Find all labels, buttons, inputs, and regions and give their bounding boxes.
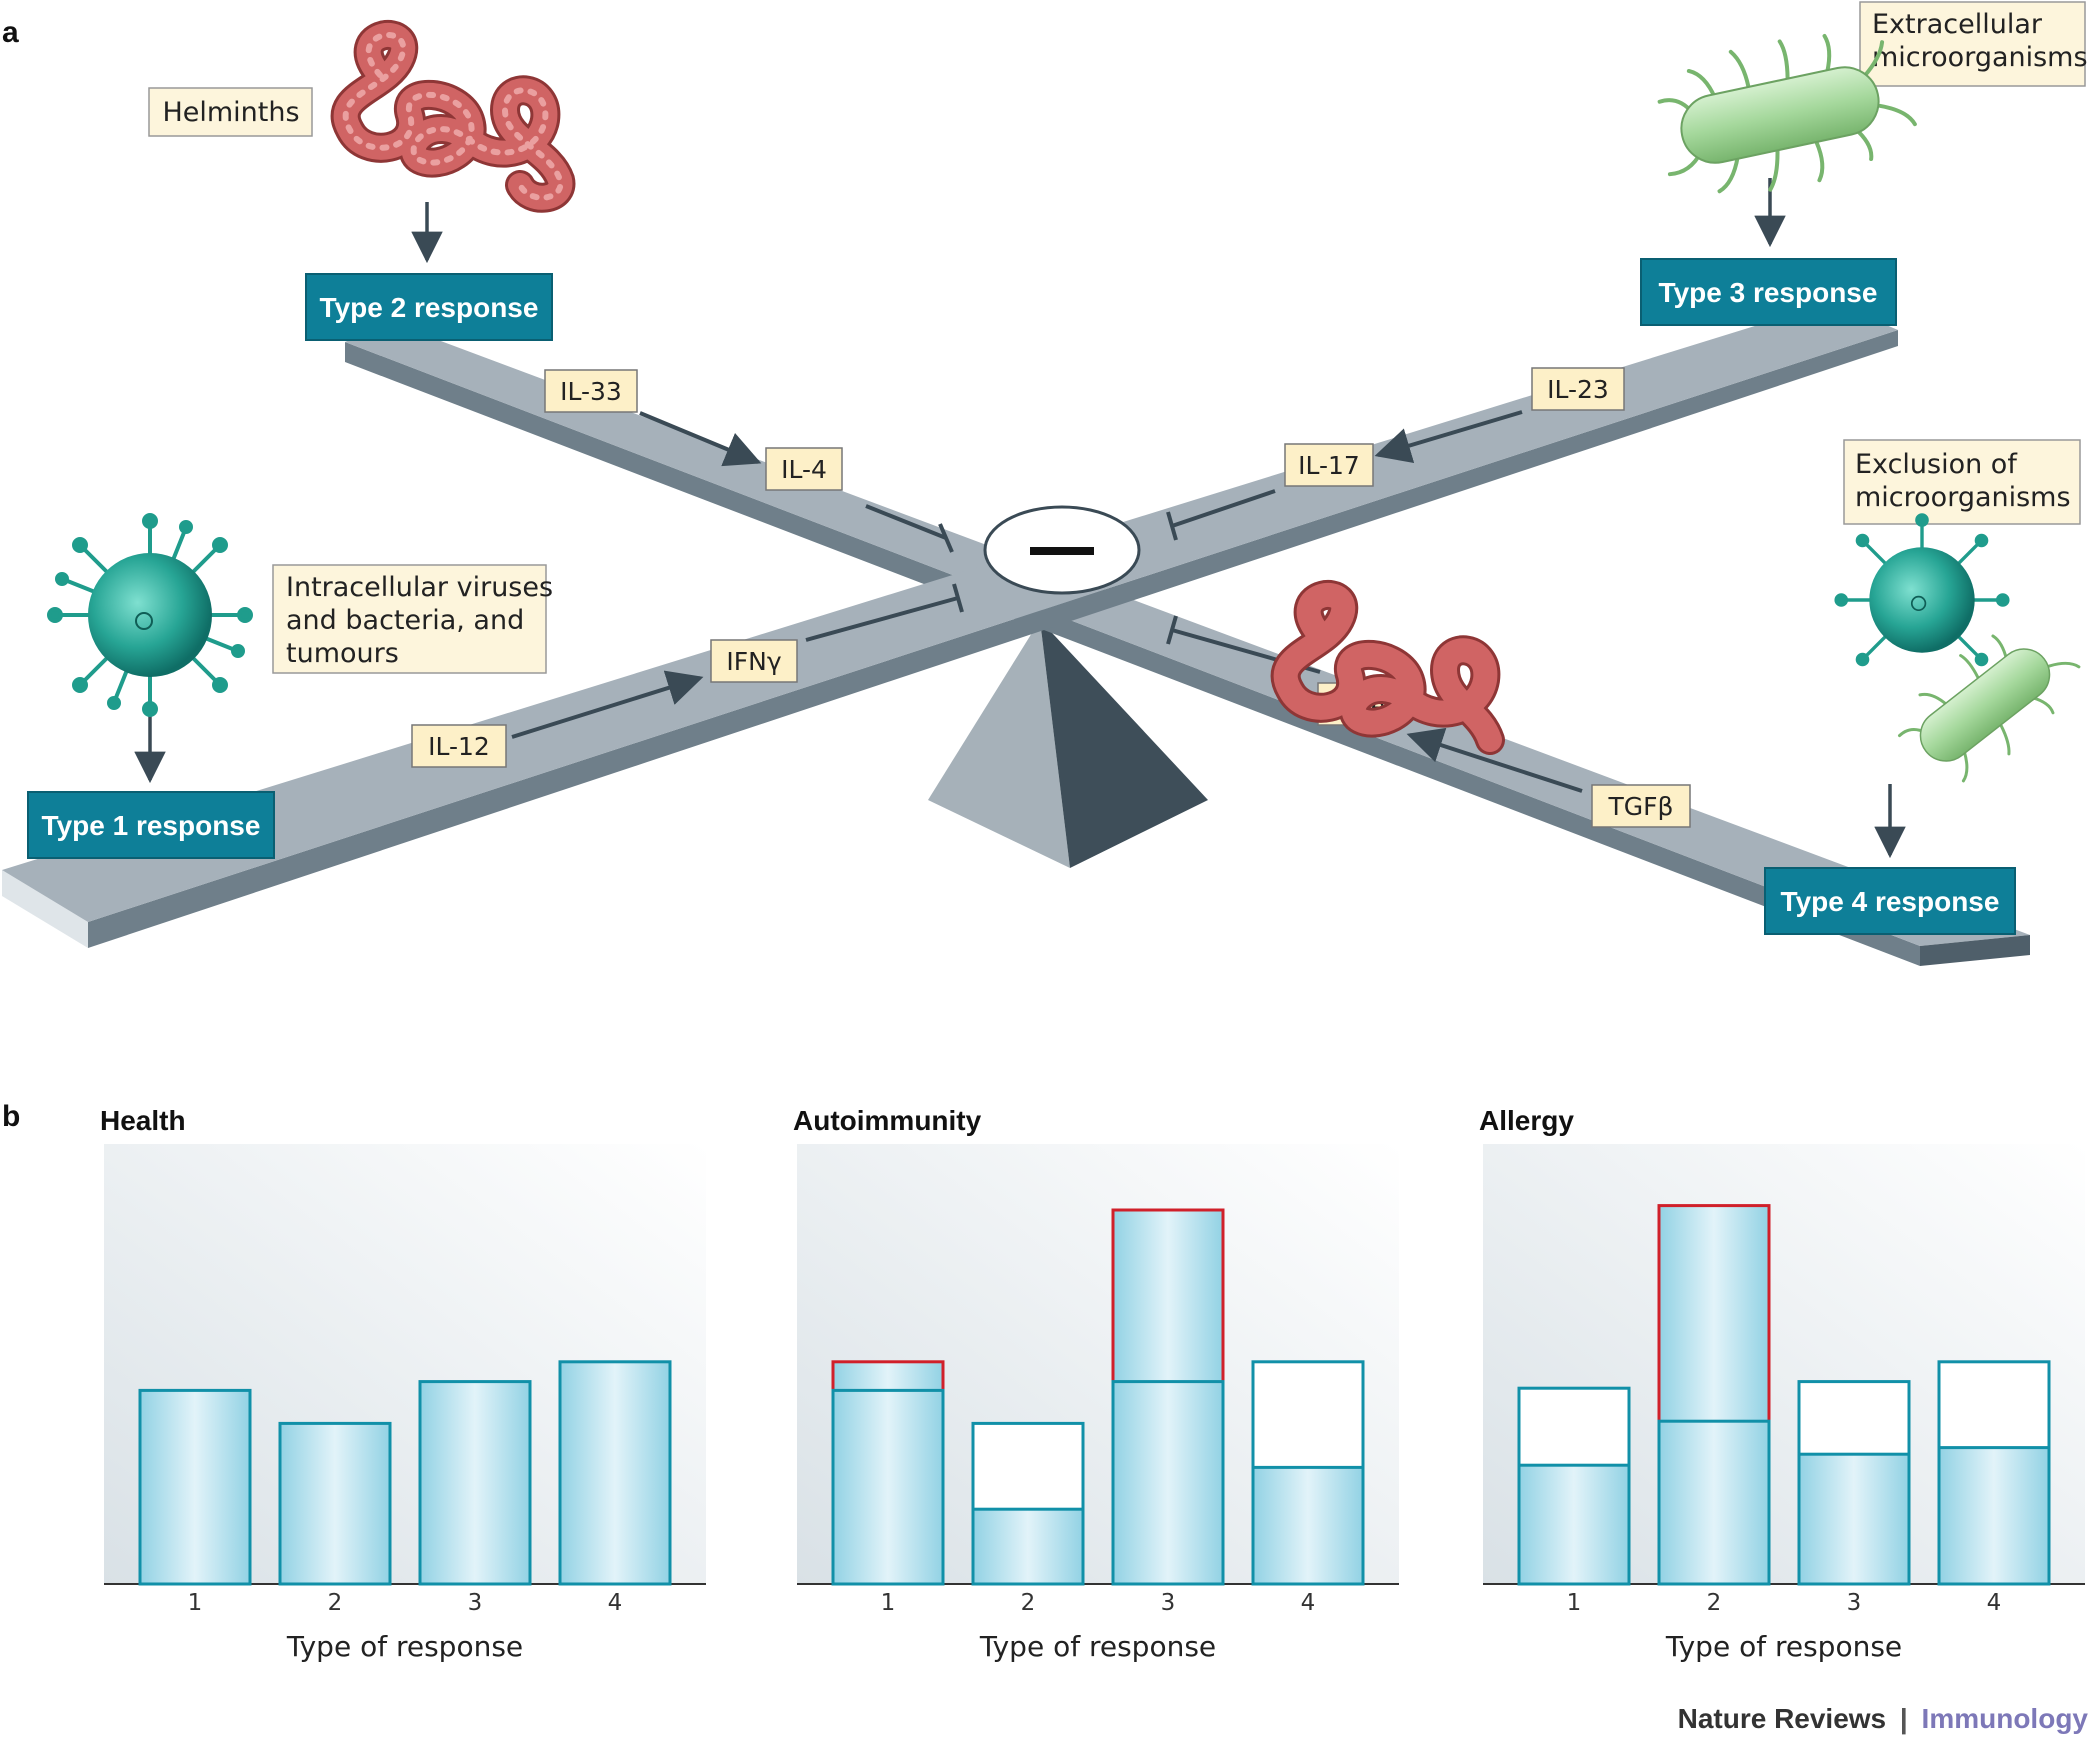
arrow-tgfb-to-siga: [1406, 727, 1583, 793]
svg-text:Type 1 response: Type 1 response: [42, 810, 261, 841]
svg-text:IL-12: IL-12: [428, 732, 490, 761]
x-tick-label: 1: [881, 1590, 896, 1616]
cytokine-tgfb: TGFβ: [1591, 784, 1691, 828]
svg-text:IFNγ: IFNγ: [726, 647, 781, 676]
x-axis-label: Type of response: [286, 1630, 523, 1663]
activation-arrows: [511, 410, 1583, 793]
arrow-il12-to-ifng: [511, 670, 704, 739]
chart-title: Autoimmunity: [793, 1105, 982, 1136]
inhibit-il4: [865, 504, 947, 540]
svg-text:Type 2 response: Type 2 response: [320, 292, 539, 323]
panel-a-label: a: [2, 16, 19, 49]
fulcrum-pivot: [983, 505, 1141, 595]
bar: [138, 1388, 252, 1586]
journal-separator: |: [1900, 1703, 1908, 1734]
svg-text:Extracellular: Extracellular: [1872, 9, 2043, 40]
journal-section: Immunology: [1922, 1703, 2089, 1734]
type3-response-box: Type 3 response: [1640, 258, 1897, 326]
arrow-il33-to-il4: [639, 411, 762, 467]
svg-text:microorganisms: microorganisms: [1855, 482, 2071, 513]
cytokine-il4: IL-4: [765, 447, 843, 491]
svg-text:Exclusion of: Exclusion of: [1855, 449, 2018, 480]
x-tick-label: 3: [1847, 1590, 1862, 1616]
bar: [1517, 1463, 1631, 1586]
x-tick-label: 4: [608, 1590, 623, 1616]
bar-increased: [1111, 1208, 1225, 1586]
intracellular-label: Intracellular viruses and bacteria, and …: [272, 564, 553, 674]
x-tick-label: 3: [468, 1590, 483, 1616]
bar-increased: [831, 1360, 945, 1586]
x-axis-label: Type of response: [1665, 1630, 1902, 1663]
cytokine-il17: IL-17: [1284, 443, 1374, 487]
svg-text:Helminths: Helminths: [162, 97, 299, 128]
exclusion-bacterium-icon: [1897, 634, 2081, 783]
svg-text:IL-23: IL-23: [1547, 375, 1609, 404]
x-axis-label: Type of response: [979, 1630, 1216, 1663]
x-tick-label: 3: [1161, 1590, 1176, 1616]
bar-baseline-outline: [1111, 1380, 1225, 1586]
svg-text:Type 4 response: Type 4 response: [1781, 886, 2000, 917]
exclusion-helminth-icon: [1270, 580, 1505, 755]
fulcrum: [928, 620, 1208, 868]
journal-footer: Nature Reviews | Immunology: [1678, 1703, 2089, 1734]
cytokine-ifng: IFNγ: [710, 639, 798, 683]
svg-text:Type 3 response: Type 3 response: [1659, 277, 1878, 308]
svg-text:IL-33: IL-33: [560, 377, 622, 406]
bar-increased: [1657, 1204, 1771, 1586]
helminths-label: Helminths: [148, 87, 313, 137]
x-tick-label: 2: [1021, 1590, 1036, 1616]
bar: [558, 1360, 672, 1586]
cytokine-il23: IL-23: [1531, 367, 1625, 411]
inhibit-il17: [1171, 489, 1276, 528]
bar: [1797, 1452, 1911, 1586]
type2-response-box: Type 2 response: [305, 273, 553, 341]
svg-text:tumours: tumours: [286, 638, 399, 669]
exclusion-virus-icon: [1834, 513, 2010, 667]
x-tick-label: 4: [1301, 1590, 1316, 1616]
bar: [418, 1380, 532, 1586]
type1-response-box: Type 1 response: [27, 791, 275, 859]
svg-text:TGFβ: TGFβ: [1608, 792, 1674, 821]
x-tick-label: 1: [188, 1590, 203, 1616]
bacterium-icon: [1657, 34, 1917, 194]
svg-text:and bacteria, and: and bacteria, and: [286, 605, 524, 636]
chart-title: Health: [100, 1105, 186, 1136]
panel-b-label: b: [2, 1100, 20, 1133]
bar: [1251, 1465, 1365, 1586]
helminth-icon: [330, 20, 576, 213]
svg-text:IL-4: IL-4: [781, 455, 827, 484]
exclusion-label: Exclusion of microorganisms: [1843, 439, 2081, 525]
bar: [971, 1507, 1085, 1586]
bar: [278, 1421, 392, 1586]
x-tick-label: 2: [328, 1590, 343, 1616]
svg-text:IL-17: IL-17: [1298, 451, 1360, 480]
journal-name: Nature Reviews: [1678, 1703, 1887, 1734]
arrow-il23-to-il17: [1374, 410, 1523, 463]
svg-text:microorganisms: microorganisms: [1872, 42, 2088, 73]
virus-icon: [47, 513, 253, 717]
bar-baseline-outline: [1657, 1419, 1771, 1586]
cytokine-il33: IL-33: [544, 369, 638, 413]
cytokine-il12: IL-12: [411, 724, 507, 768]
x-tick-label: 4: [1987, 1590, 2002, 1616]
bar-baseline-outline: [831, 1388, 945, 1586]
chart-title: Allergy: [1479, 1105, 1574, 1136]
x-tick-label: 2: [1707, 1590, 1722, 1616]
type4-response-box: Type 4 response: [1764, 867, 2016, 935]
bar: [1937, 1446, 2051, 1586]
inhibit-ifng: [805, 596, 959, 642]
extracellular-label: Extracellular microorganisms: [1859, 1, 2088, 87]
svg-text:Intracellular viruses: Intracellular viruses: [286, 572, 553, 603]
x-tick-label: 1: [1567, 1590, 1582, 1616]
